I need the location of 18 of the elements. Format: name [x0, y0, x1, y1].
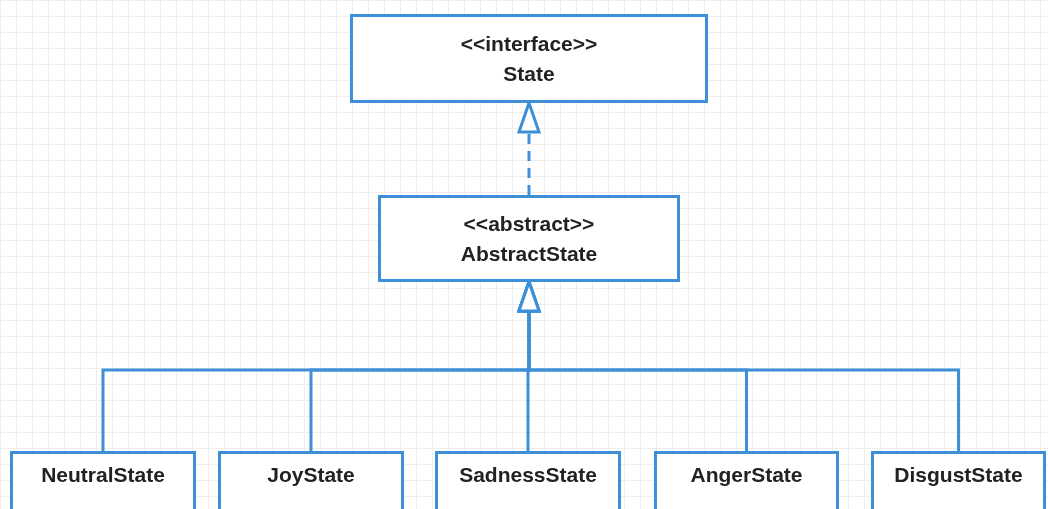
class-label: State — [503, 60, 555, 87]
class-label: AngerState — [690, 462, 803, 488]
class-box — [218, 451, 404, 509]
class-box — [10, 451, 196, 509]
class-box — [871, 451, 1046, 509]
class-box — [378, 195, 680, 282]
class-label: <<interface>> — [460, 30, 598, 57]
inheritance-arrow — [517, 280, 960, 451]
class-box — [654, 451, 839, 509]
class-label: DisgustState — [894, 462, 1023, 488]
realization-arrow — [517, 101, 541, 195]
class-label: SadnessState — [459, 462, 597, 488]
class-box — [350, 14, 708, 103]
class-label: AbstractState — [460, 240, 598, 267]
class-label: <<abstract>> — [463, 210, 595, 237]
class-label: NeutralState — [41, 462, 165, 488]
class-label: JoyState — [267, 462, 355, 488]
class-box — [435, 451, 621, 509]
